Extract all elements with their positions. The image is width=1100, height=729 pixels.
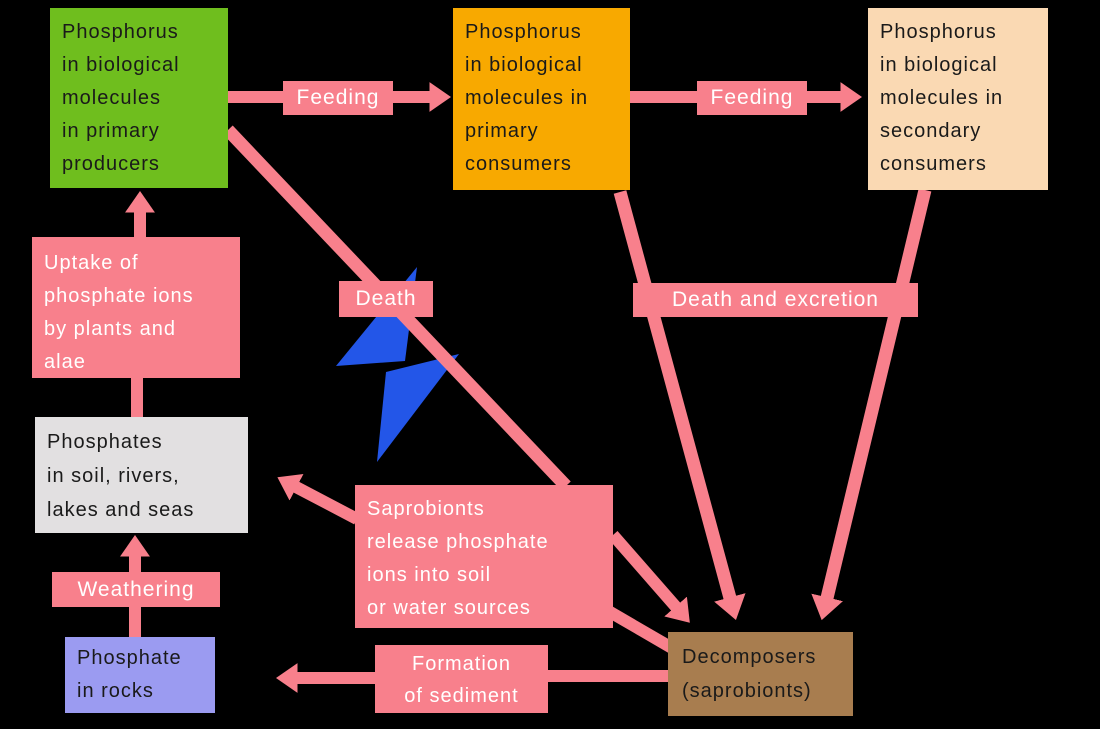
box-text-line: of sediment xyxy=(404,685,519,707)
box-text-line: in biological xyxy=(62,54,180,76)
box-text-line: lakes and seas xyxy=(47,499,195,521)
box-phosphates-in-soil: Phosphates in soil, rivers, lakes and se… xyxy=(35,417,248,533)
box-text-line: consumers xyxy=(465,153,572,175)
box-text-line: primary xyxy=(465,120,539,142)
box-text-line: Phosphorus xyxy=(465,21,582,43)
box-text-line: Phosphorus xyxy=(62,21,179,43)
arrow-death-secondary-to-decomposers xyxy=(811,188,932,621)
box-primary-producers: Phosphorus in biological molecules in pr… xyxy=(50,8,228,188)
box-decomposers: Decomposers (saprobionts) xyxy=(668,632,853,716)
arrow-saprobionts-to-decomposers xyxy=(608,531,690,623)
box-text-line: by plants and xyxy=(44,318,176,340)
label-feeding-1: Feeding xyxy=(283,81,393,115)
label-death: Death xyxy=(339,281,433,317)
arrow-death-primary-to-decomposers xyxy=(613,190,746,620)
box-text-line: release phosphate xyxy=(367,531,549,553)
arrow-saprobionts-to-soil xyxy=(277,473,360,525)
box-text-line: molecules in xyxy=(465,87,589,109)
box-primary-consumers: Phosphorus in biological molecules in pr… xyxy=(453,8,630,190)
box-text-line: in primary xyxy=(62,120,160,142)
box-text-line: Decomposers xyxy=(682,646,817,668)
box-text-line: ions into soil xyxy=(367,564,492,586)
label-death-and-excretion: Death and excretion xyxy=(633,283,918,317)
box-text-line: molecules xyxy=(62,87,162,109)
box-text-line: in rocks xyxy=(77,680,154,702)
box-secondary-consumers: Phosphorus in biological molecules in se… xyxy=(868,8,1048,190)
box-text-line: Phosphates xyxy=(47,431,163,453)
box-uptake-phosphate: Uptake of phosphate ions by plants and a… xyxy=(32,237,240,378)
box-text-line: producers xyxy=(62,153,160,175)
box-saprobionts-release: Saprobionts release phosphate ions into … xyxy=(355,485,613,628)
lightning-bolt-lower xyxy=(377,354,459,462)
box-text-line: Saprobionts xyxy=(367,498,485,520)
box-text-line: Uptake of xyxy=(44,252,139,274)
label-feeding-2: Feeding xyxy=(697,81,807,115)
box-text-line: secondary xyxy=(880,120,982,142)
box-text-line: in biological xyxy=(880,54,998,76)
box-text-line: molecules in xyxy=(880,87,1004,109)
box-text-line: or water sources xyxy=(367,597,531,619)
box-text-line: phosphate ions xyxy=(44,285,194,307)
connector-saprobionts-decomposers xyxy=(606,606,676,654)
box-text-line: Phosphorus xyxy=(880,21,997,43)
box-text-line: alae xyxy=(44,351,86,373)
box-phosphate-in-rocks: Phosphate in rocks xyxy=(65,637,215,713)
box-text-line: in soil, rivers, xyxy=(47,465,180,487)
box-text-line: Formation xyxy=(411,653,512,675)
label-weathering: Weathering xyxy=(52,572,220,607)
box-text-line: (saprobionts) xyxy=(682,680,812,702)
box-text-line: in biological xyxy=(465,54,583,76)
box-text-line: consumers xyxy=(880,153,987,175)
box-formation-of-sediment: Formation of sediment xyxy=(375,645,548,713)
box-text-line: Phosphate xyxy=(77,647,182,669)
